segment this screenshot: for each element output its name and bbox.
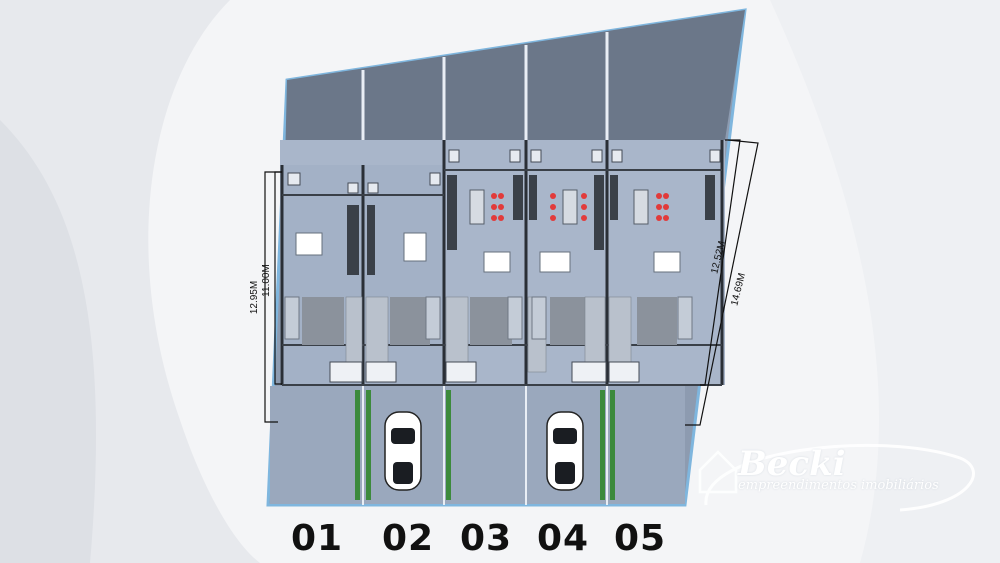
- dimension-left-outer: 12.95M: [249, 280, 261, 315]
- unit-label-01: 01: [291, 518, 344, 559]
- garage-pavement: [270, 386, 685, 504]
- dining-tables: [295, 232, 681, 273]
- unit-label-03: 03: [460, 518, 513, 559]
- unit-label-02: 02: [382, 518, 435, 559]
- living-rugs: [302, 297, 677, 345]
- sofas: [284, 296, 693, 340]
- bar-stools: [491, 193, 669, 221]
- unit-label-04: 04: [537, 518, 590, 559]
- dimension-left-inner: 11.00M: [260, 264, 272, 297]
- car-unit-04: [546, 411, 584, 491]
- garage-dividers: [362, 386, 608, 505]
- hedges: [355, 390, 615, 500]
- brand-name: Becki: [738, 444, 846, 484]
- brand-tagline: empreendimentos imobiliários: [738, 478, 939, 493]
- dimension-lines: [264, 139, 759, 426]
- kitchen-counters: [347, 175, 715, 275]
- unit-label-05: 05: [614, 518, 667, 559]
- car-unit-02: [384, 411, 422, 491]
- roof-area: [285, 10, 745, 165]
- appliances: [287, 149, 721, 194]
- kitchen-islands: [469, 189, 649, 225]
- bathrooms: [329, 361, 640, 383]
- brand-logo-mark: [698, 443, 975, 512]
